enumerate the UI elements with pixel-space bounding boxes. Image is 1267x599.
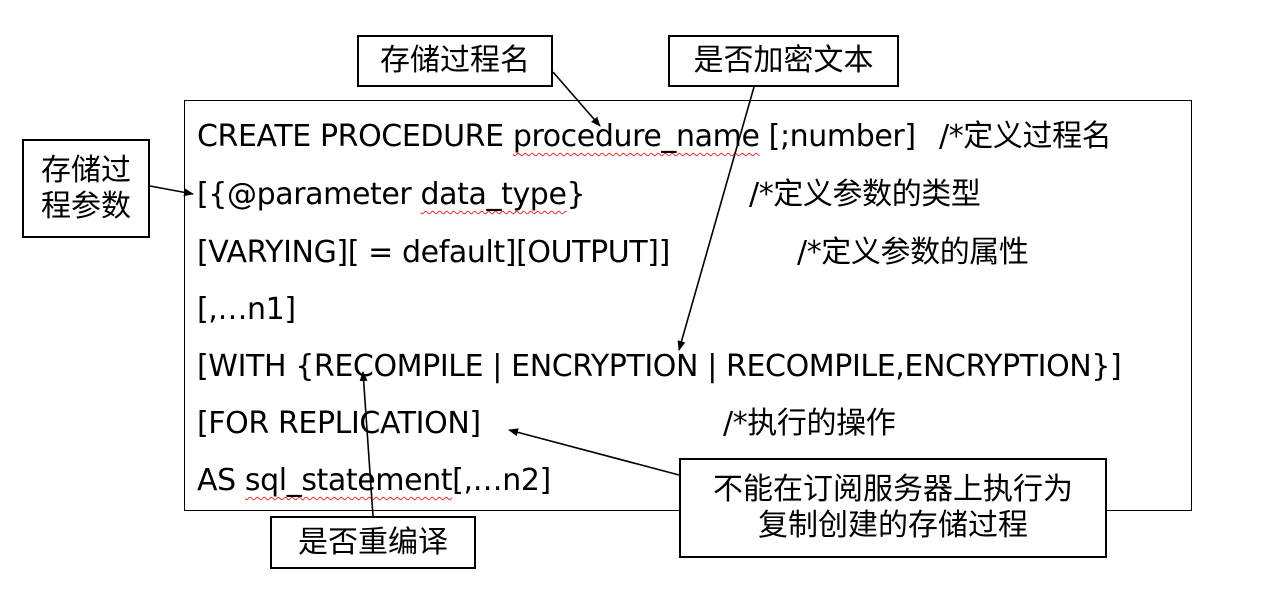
parameter-close: }: [566, 177, 586, 212]
arrow-procedure-name: [552, 71, 601, 127]
code-box: CREATE PROCEDURE procedure_name [;number…: [184, 100, 1192, 511]
code-line-varying: [VARYING][ = default][OUTPUT]]: [197, 235, 670, 270]
callout-parameters: 存储过 程参数: [22, 139, 150, 238]
code-line-create: CREATE PROCEDURE procedure_name [;number…: [197, 119, 916, 155]
as-keyword: AS: [197, 463, 245, 498]
callout-encryption: 是否加密文本: [668, 35, 899, 87]
callout-parameters-line1: 存储过: [41, 152, 131, 188]
callout-replication-line1: 不能在订阅服务器上执行为: [713, 472, 1073, 507]
callout-procedure-name: 存储过程名: [357, 35, 553, 87]
create-keyword: CREATE PROCEDURE: [197, 119, 513, 154]
code-line-as: AS sql_statement[,…n2]: [197, 463, 551, 499]
procedure-name-token: procedure_name: [512, 119, 760, 154]
code-line-with: [WITH {RECOMPILE | ENCRYPTION | RECOMPIL…: [197, 349, 1122, 384]
arrow-parameters: [149, 185, 194, 197]
callout-replication: 不能在订阅服务器上执行为 复制创建的存储过程: [679, 458, 1107, 558]
n2-token: [,…n2]: [452, 463, 551, 498]
callout-parameters-line2: 程参数: [41, 188, 131, 224]
arrow-recompile: [359, 371, 374, 517]
sql-statement-token: sql_statement: [244, 463, 453, 498]
code-line-parameter: [{@parameter data_type}: [197, 177, 586, 213]
code-line-replication: [FOR REPLICATION]: [197, 406, 481, 441]
callout-replication-line2: 复制创建的存储过程: [758, 508, 1028, 543]
parameter-token: [{@parameter: [197, 177, 421, 212]
arrow-replication: [508, 428, 680, 476]
callout-recompile: 是否重编译: [270, 516, 476, 569]
number-token: [;number]: [759, 119, 916, 154]
data-type-token: data_type: [420, 177, 567, 212]
arrow-encryption: [677, 86, 755, 351]
comment-parameter-type: /*定义参数的类型: [749, 177, 981, 212]
comment-procedure-name: /*定义过程名: [939, 119, 1112, 154]
comment-operation: /*执行的操作: [723, 406, 896, 441]
code-line-n1: [,…n1]: [197, 292, 296, 327]
comment-parameter-attr: /*定义参数的属性: [797, 235, 1029, 270]
